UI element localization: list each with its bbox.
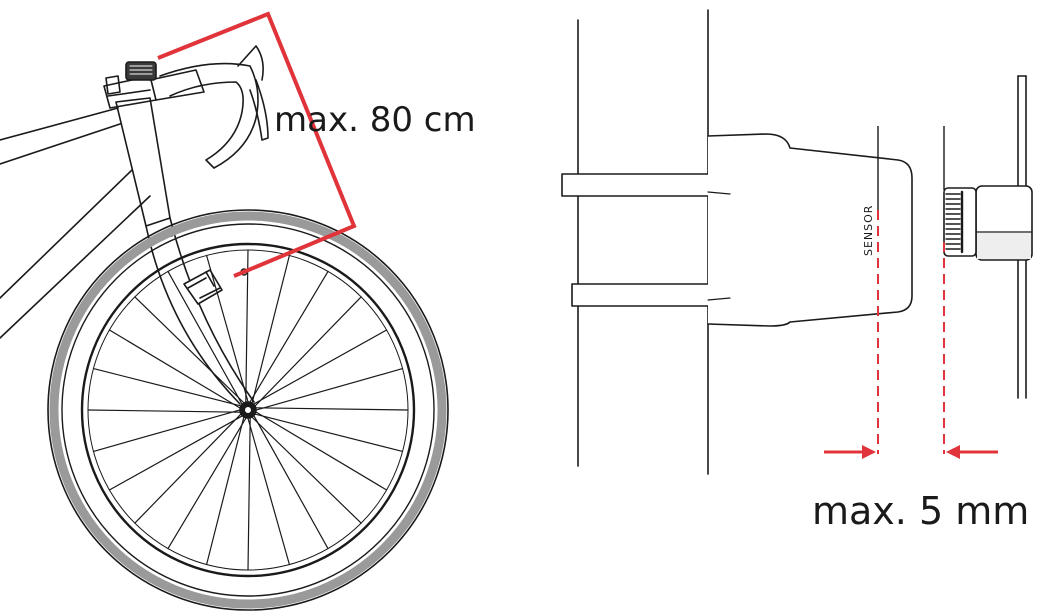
tire-outer — [47, 209, 449, 611]
spoke-line — [108, 415, 243, 491]
spoke-line — [87, 409, 241, 413]
distance-label: max. 80 cm — [274, 100, 476, 140]
spoke-line — [206, 254, 249, 403]
spoke-line — [247, 417, 290, 566]
magnet-knurl — [945, 193, 961, 250]
spoke-line — [108, 329, 241, 409]
spoke-line — [206, 416, 245, 566]
gap-guides — [877, 126, 945, 210]
spoke-line — [247, 417, 251, 571]
bike-front-illustration — [0, 45, 449, 611]
spoke-line — [253, 415, 329, 550]
spoke-line — [255, 368, 404, 411]
spoke-line — [167, 417, 247, 550]
rim — [80, 242, 416, 578]
spoke-line — [167, 270, 243, 405]
spoke-line — [134, 413, 242, 524]
spoke-line — [253, 329, 388, 405]
gap-reference-lines — [877, 210, 945, 454]
fork — [145, 217, 255, 405]
spoke-line — [92, 368, 242, 407]
tire-inner — [61, 223, 435, 597]
spoke-line — [249, 270, 329, 403]
spoke-line — [254, 413, 404, 452]
spoke-line — [245, 249, 249, 403]
distance-bracket — [157, 11, 357, 278]
spoke-line — [254, 296, 362, 407]
spoke-line — [255, 411, 388, 491]
speed-sensor-fork-icon — [183, 269, 223, 305]
sensor-label: SENSOR — [862, 205, 875, 256]
spoke-line — [92, 409, 241, 452]
spokes — [87, 249, 409, 571]
front-wheel — [47, 209, 449, 611]
tire-tread — [49, 211, 447, 609]
spoke-line — [251, 416, 362, 524]
fork-leg — [577, 9, 709, 475]
head-tube — [115, 97, 171, 227]
handlebar — [159, 45, 269, 169]
gap-label: max. 5 mm — [812, 489, 1029, 533]
cable-tie-top — [561, 169, 731, 199]
sensor-body — [707, 133, 913, 327]
spoke-line — [134, 296, 245, 404]
bike-computer-icon — [125, 61, 157, 81]
magnet-icon — [943, 185, 1033, 261]
sensor-detail-illustration: SENSOR — [561, 9, 1033, 475]
spoke-line — [251, 254, 290, 404]
spoke-line — [255, 407, 409, 411]
down-tube — [0, 169, 151, 339]
top-tube — [0, 107, 121, 165]
gap-arrows — [824, 445, 998, 459]
cable-tie-bottom — [571, 279, 731, 309]
